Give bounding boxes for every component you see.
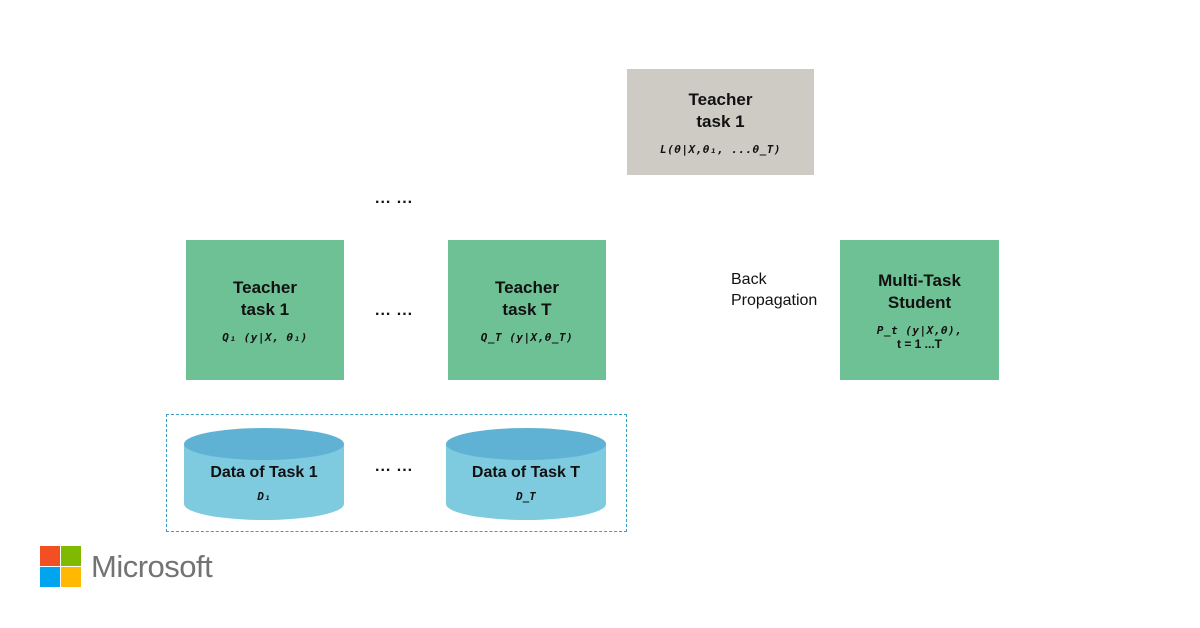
- teacher-task-t-title-line2: task T: [502, 299, 552, 319]
- student-range: t = 1 ...T: [896, 336, 942, 351]
- database-icon: [446, 428, 606, 520]
- ellipsis-middle: ... ...: [375, 302, 414, 319]
- multi-task-student-box: Multi-Task Student P_t (y|X,θ), t = 1 ..…: [840, 240, 999, 380]
- data-group-frame: [166, 414, 627, 532]
- data-task-t-symbol: D_T: [516, 490, 536, 503]
- data-task-t-cylinder: Data of Task T D_T: [446, 428, 606, 520]
- teacher-top-title-line1: Teacher: [688, 89, 753, 109]
- microsoft-logo-text: Microsoft: [91, 548, 213, 584]
- ellipsis-bottom: ... ...: [375, 458, 414, 475]
- back-propagation-line2: Propagation: [731, 292, 818, 309]
- teacher-task-1-formula: Q₁ (y|X, θ₁): [222, 330, 308, 344]
- ellipsis-top: ... ...: [375, 190, 414, 207]
- teacher-task-1-title-line1: Teacher: [233, 277, 297, 297]
- teacher-task-t-title-line1: Teacher: [495, 277, 559, 297]
- database-icon: [184, 428, 344, 520]
- data-task-t-title: Data of Task T: [471, 464, 581, 481]
- back-propagation-line1: Back: [731, 271, 767, 288]
- microsoft-logo-icon: [40, 546, 81, 587]
- student-title-line1: Multi-Task: [878, 270, 961, 290]
- data-task-1-symbol: D₁: [257, 490, 271, 503]
- teacher-top-formula: L(θ|X,θ₁, ...θ_T): [659, 142, 782, 156]
- teacher-task-t-box: Teacher task T Q_T (y|X,θ_T): [448, 240, 606, 380]
- teacher-task-1-box: Teacher task 1 Q₁ (y|X, θ₁): [186, 240, 344, 380]
- student-title-line2: Student: [887, 292, 952, 312]
- back-propagation-label: Back Propagation: [731, 269, 817, 311]
- teacher-top-title-line2: task 1: [696, 111, 745, 131]
- microsoft-logo: Microsoft: [40, 546, 213, 587]
- data-task-1-title: Data of Task 1: [210, 464, 318, 481]
- teacher-task-1-title-line2: task 1: [240, 299, 290, 319]
- teacher-task-t-formula: Q_T (y|X,θ_T): [480, 330, 574, 344]
- data-task-1-cylinder: Data of Task 1 D₁: [184, 428, 344, 520]
- teacher-top-box: Teacher task 1 L(θ|X,θ₁, ...θ_T): [627, 69, 814, 175]
- student-formula: P_t (y|X,θ),: [876, 323, 963, 337]
